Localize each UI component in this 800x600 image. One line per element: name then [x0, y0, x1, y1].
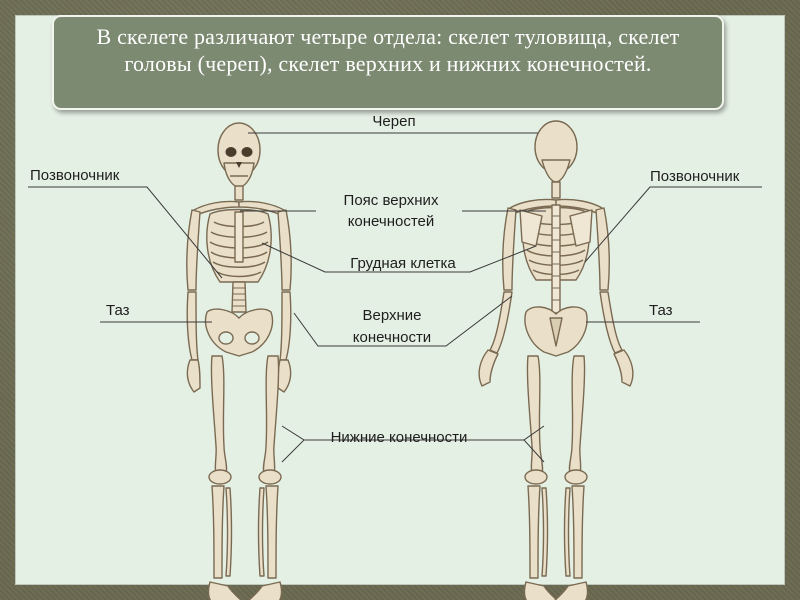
- label-shoulder-girdle-line1: Пояс верхних: [343, 192, 439, 209]
- label-upper-limbs-line1: Верхние: [362, 307, 422, 324]
- label-shoulder-girdle-line2: конечностей: [347, 213, 435, 230]
- caption-box: В скелете различают четыре отдела: скеле…: [52, 15, 724, 110]
- label-skull: Череп: [372, 113, 416, 130]
- caption-text: В скелете различают четыре отдела: скеле…: [96, 24, 680, 76]
- callout-lines: [28, 132, 762, 463]
- content-panel: [15, 15, 785, 585]
- label-spine-left: Позвоночник: [30, 167, 120, 184]
- back-skeleton: [478, 120, 634, 600]
- label-ribcage: Грудная клетка: [350, 255, 456, 272]
- front-skeleton: [186, 122, 292, 600]
- label-pelvis-right: Таз: [649, 302, 673, 319]
- label-upper-limbs-line2: конечности: [352, 329, 432, 346]
- label-lower-limbs: Нижние конечности: [330, 429, 468, 446]
- label-pelvis-left: Таз: [106, 302, 130, 319]
- front-pelvis: [204, 308, 274, 357]
- label-spine-right: Позвоночник: [650, 168, 740, 185]
